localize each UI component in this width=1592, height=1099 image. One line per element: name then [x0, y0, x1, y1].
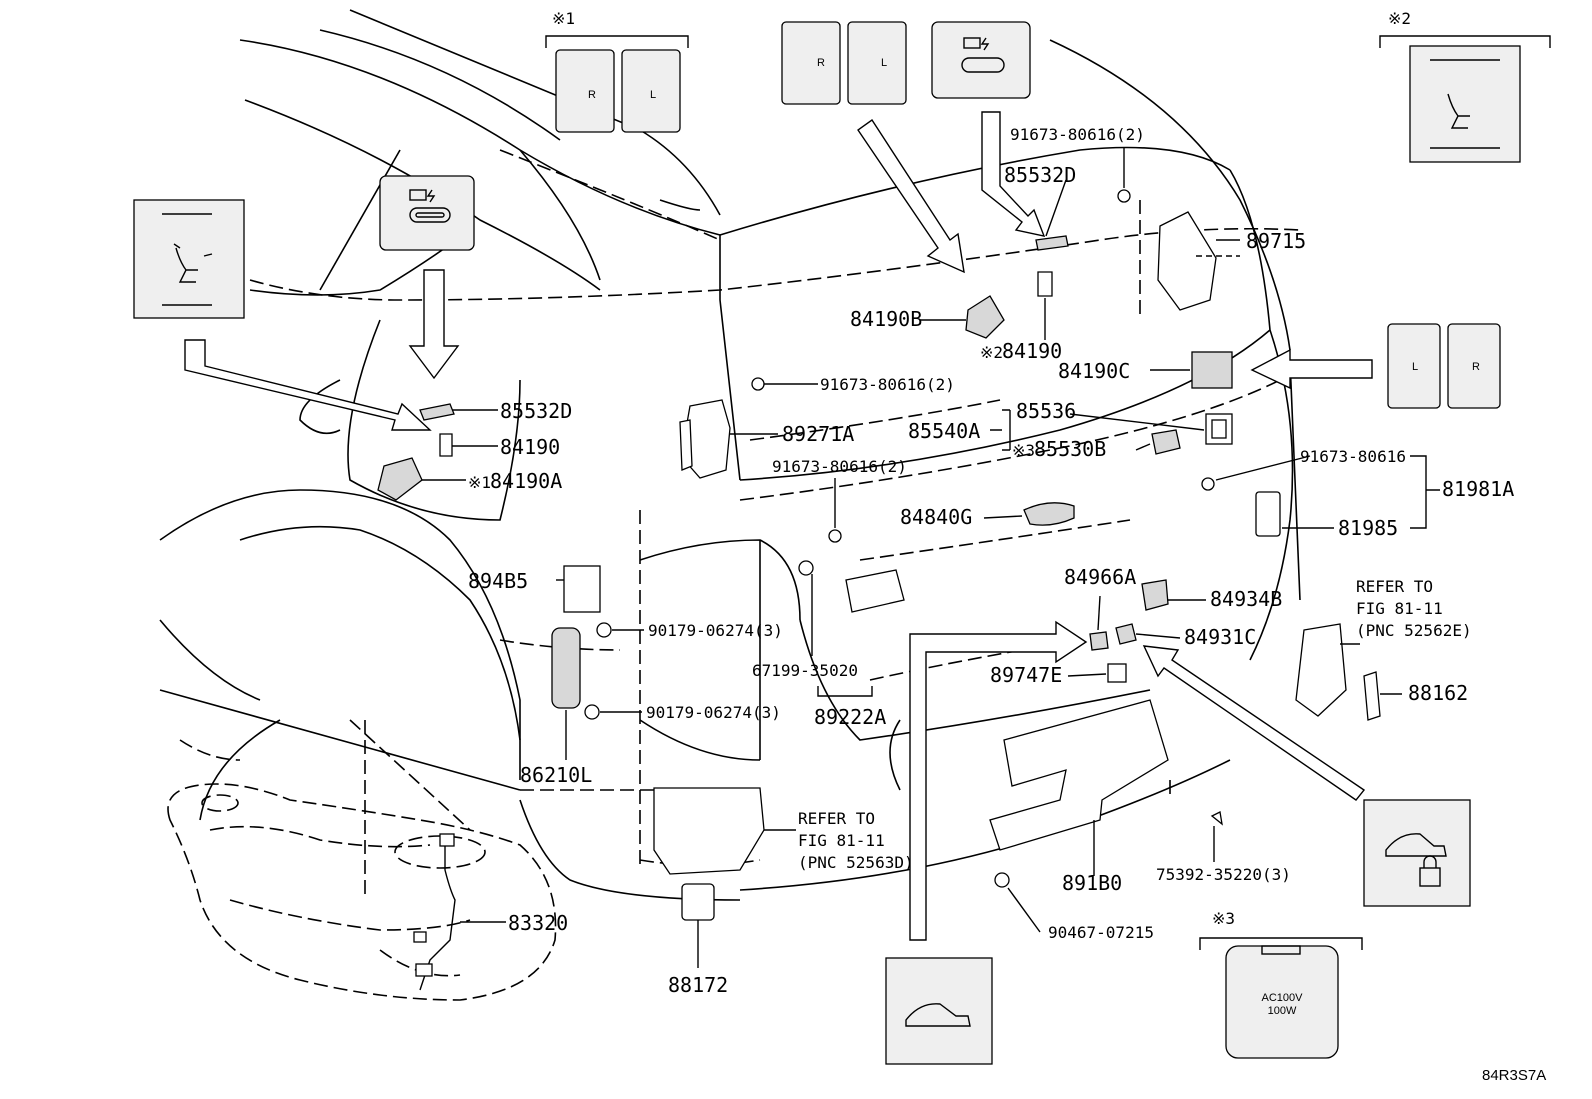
back-door-panel — [885, 957, 993, 1065]
part-labels: 85532D 84190 ※1 84190A 89271A 91673-8061… — [468, 125, 1546, 1084]
note1-mark-small: ※1 — [468, 473, 491, 492]
label-894B5: 894B5 — [468, 569, 528, 593]
top-seat-heater-panels: R L — [781, 21, 907, 105]
label-85532D-left: 85532D — [500, 399, 572, 423]
note3-ac-outlet-panel: ※3 AC100V 100W — [1199, 909, 1363, 1059]
label-bolt-top: 91673-80616(2) — [1010, 125, 1145, 144]
label-bolt-b: 91673-80616(2) — [772, 457, 907, 476]
label-85540A: 85540A — [908, 419, 980, 443]
usb-charge-icon-top — [931, 21, 1031, 99]
label-bolt-c: 91673-80616 — [1300, 447, 1406, 466]
r-label-a: R — [588, 89, 596, 101]
label-84190C: 84190C — [1058, 359, 1130, 383]
note2-mark: ※2 — [1388, 9, 1411, 28]
label-85536: 85536 — [1016, 399, 1076, 423]
note2-mark-small: ※2 — [980, 343, 1003, 362]
l-label-c: L — [1412, 361, 1418, 373]
ac-text: AC100V — [1262, 992, 1304, 1004]
label-84931C: 84931C — [1184, 625, 1256, 649]
r-label-b: R — [817, 57, 825, 69]
label-81981A: 81981A — [1442, 477, 1514, 501]
label-bolt-a: 91673-80616(2) — [820, 375, 955, 394]
note1-seat-heater-panels: ※1 R L — [545, 9, 689, 133]
label-refer1-a: REFER TO — [1356, 577, 1433, 596]
label-screw-a: 75392-35220(3) — [1156, 865, 1291, 884]
label-84934B: 84934B — [1210, 587, 1282, 611]
label-81985: 81985 — [1338, 516, 1398, 540]
leader-lines — [422, 148, 1440, 968]
label-85532D-top: 85532D — [1004, 163, 1076, 187]
watt-text: 100W — [1268, 1005, 1297, 1017]
label-84840G: 84840G — [900, 505, 972, 529]
label-84190A: 84190A — [490, 469, 562, 493]
back-door-lock-panel — [1363, 799, 1471, 907]
fuel-tank — [167, 783, 557, 1001]
note3-mark: ※3 — [1212, 909, 1235, 928]
label-89747E: 89747E — [990, 663, 1062, 687]
label-891B0: 891B0 — [1062, 871, 1122, 895]
l-label-a: L — [650, 89, 656, 101]
label-84966A: 84966A — [1064, 565, 1136, 589]
label-89715: 89715 — [1246, 229, 1306, 253]
note2-seat-switch-panel: ※2 — [1379, 9, 1551, 163]
label-84190B: 84190B — [850, 307, 922, 331]
note1-mark: ※1 — [552, 9, 575, 28]
r-label-c: R — [1472, 361, 1480, 373]
label-85530B: 85530B — [1034, 437, 1106, 461]
label-refer2-b: FIG 81-11 — [798, 831, 885, 850]
label-89222A: 89222A — [814, 705, 886, 729]
callout-arrows — [184, 111, 1373, 941]
label-88172: 88172 — [668, 973, 728, 997]
seat-switch-icon-left — [133, 199, 245, 319]
label-refer1-b: FIG 81-11 — [1356, 599, 1443, 618]
label-84190-left: 84190 — [500, 435, 560, 459]
vehicle-body-outline — [159, 9, 1301, 901]
l-label-b: L — [881, 57, 887, 69]
label-clip-a: 90179-06274(3) — [648, 621, 783, 640]
label-refer2-a: REFER TO — [798, 809, 875, 828]
usb-charge-icon-left — [379, 175, 475, 251]
label-screw-b: 90467-07215 — [1048, 923, 1154, 942]
label-89271A: 89271A — [782, 422, 854, 446]
label-84190-top: 84190 — [1002, 339, 1062, 363]
label-67199: 67199-35020 — [752, 661, 858, 680]
right-seat-heater-panels: L R — [1387, 323, 1501, 409]
diagram-id-code: 84R3S7A — [1482, 1067, 1546, 1084]
label-refer2-c: (PNC 52563D) — [798, 853, 914, 872]
parts-shapes — [377, 189, 1381, 921]
label-refer1-c: (PNC 52562E) — [1356, 621, 1472, 640]
label-clip-b: 90179-06274(3) — [646, 703, 781, 722]
label-83320: 83320 — [508, 911, 568, 935]
note3-mark-small: ※3 — [1012, 441, 1035, 460]
label-88162: 88162 — [1408, 681, 1468, 705]
label-86210L: 86210L — [520, 763, 592, 787]
